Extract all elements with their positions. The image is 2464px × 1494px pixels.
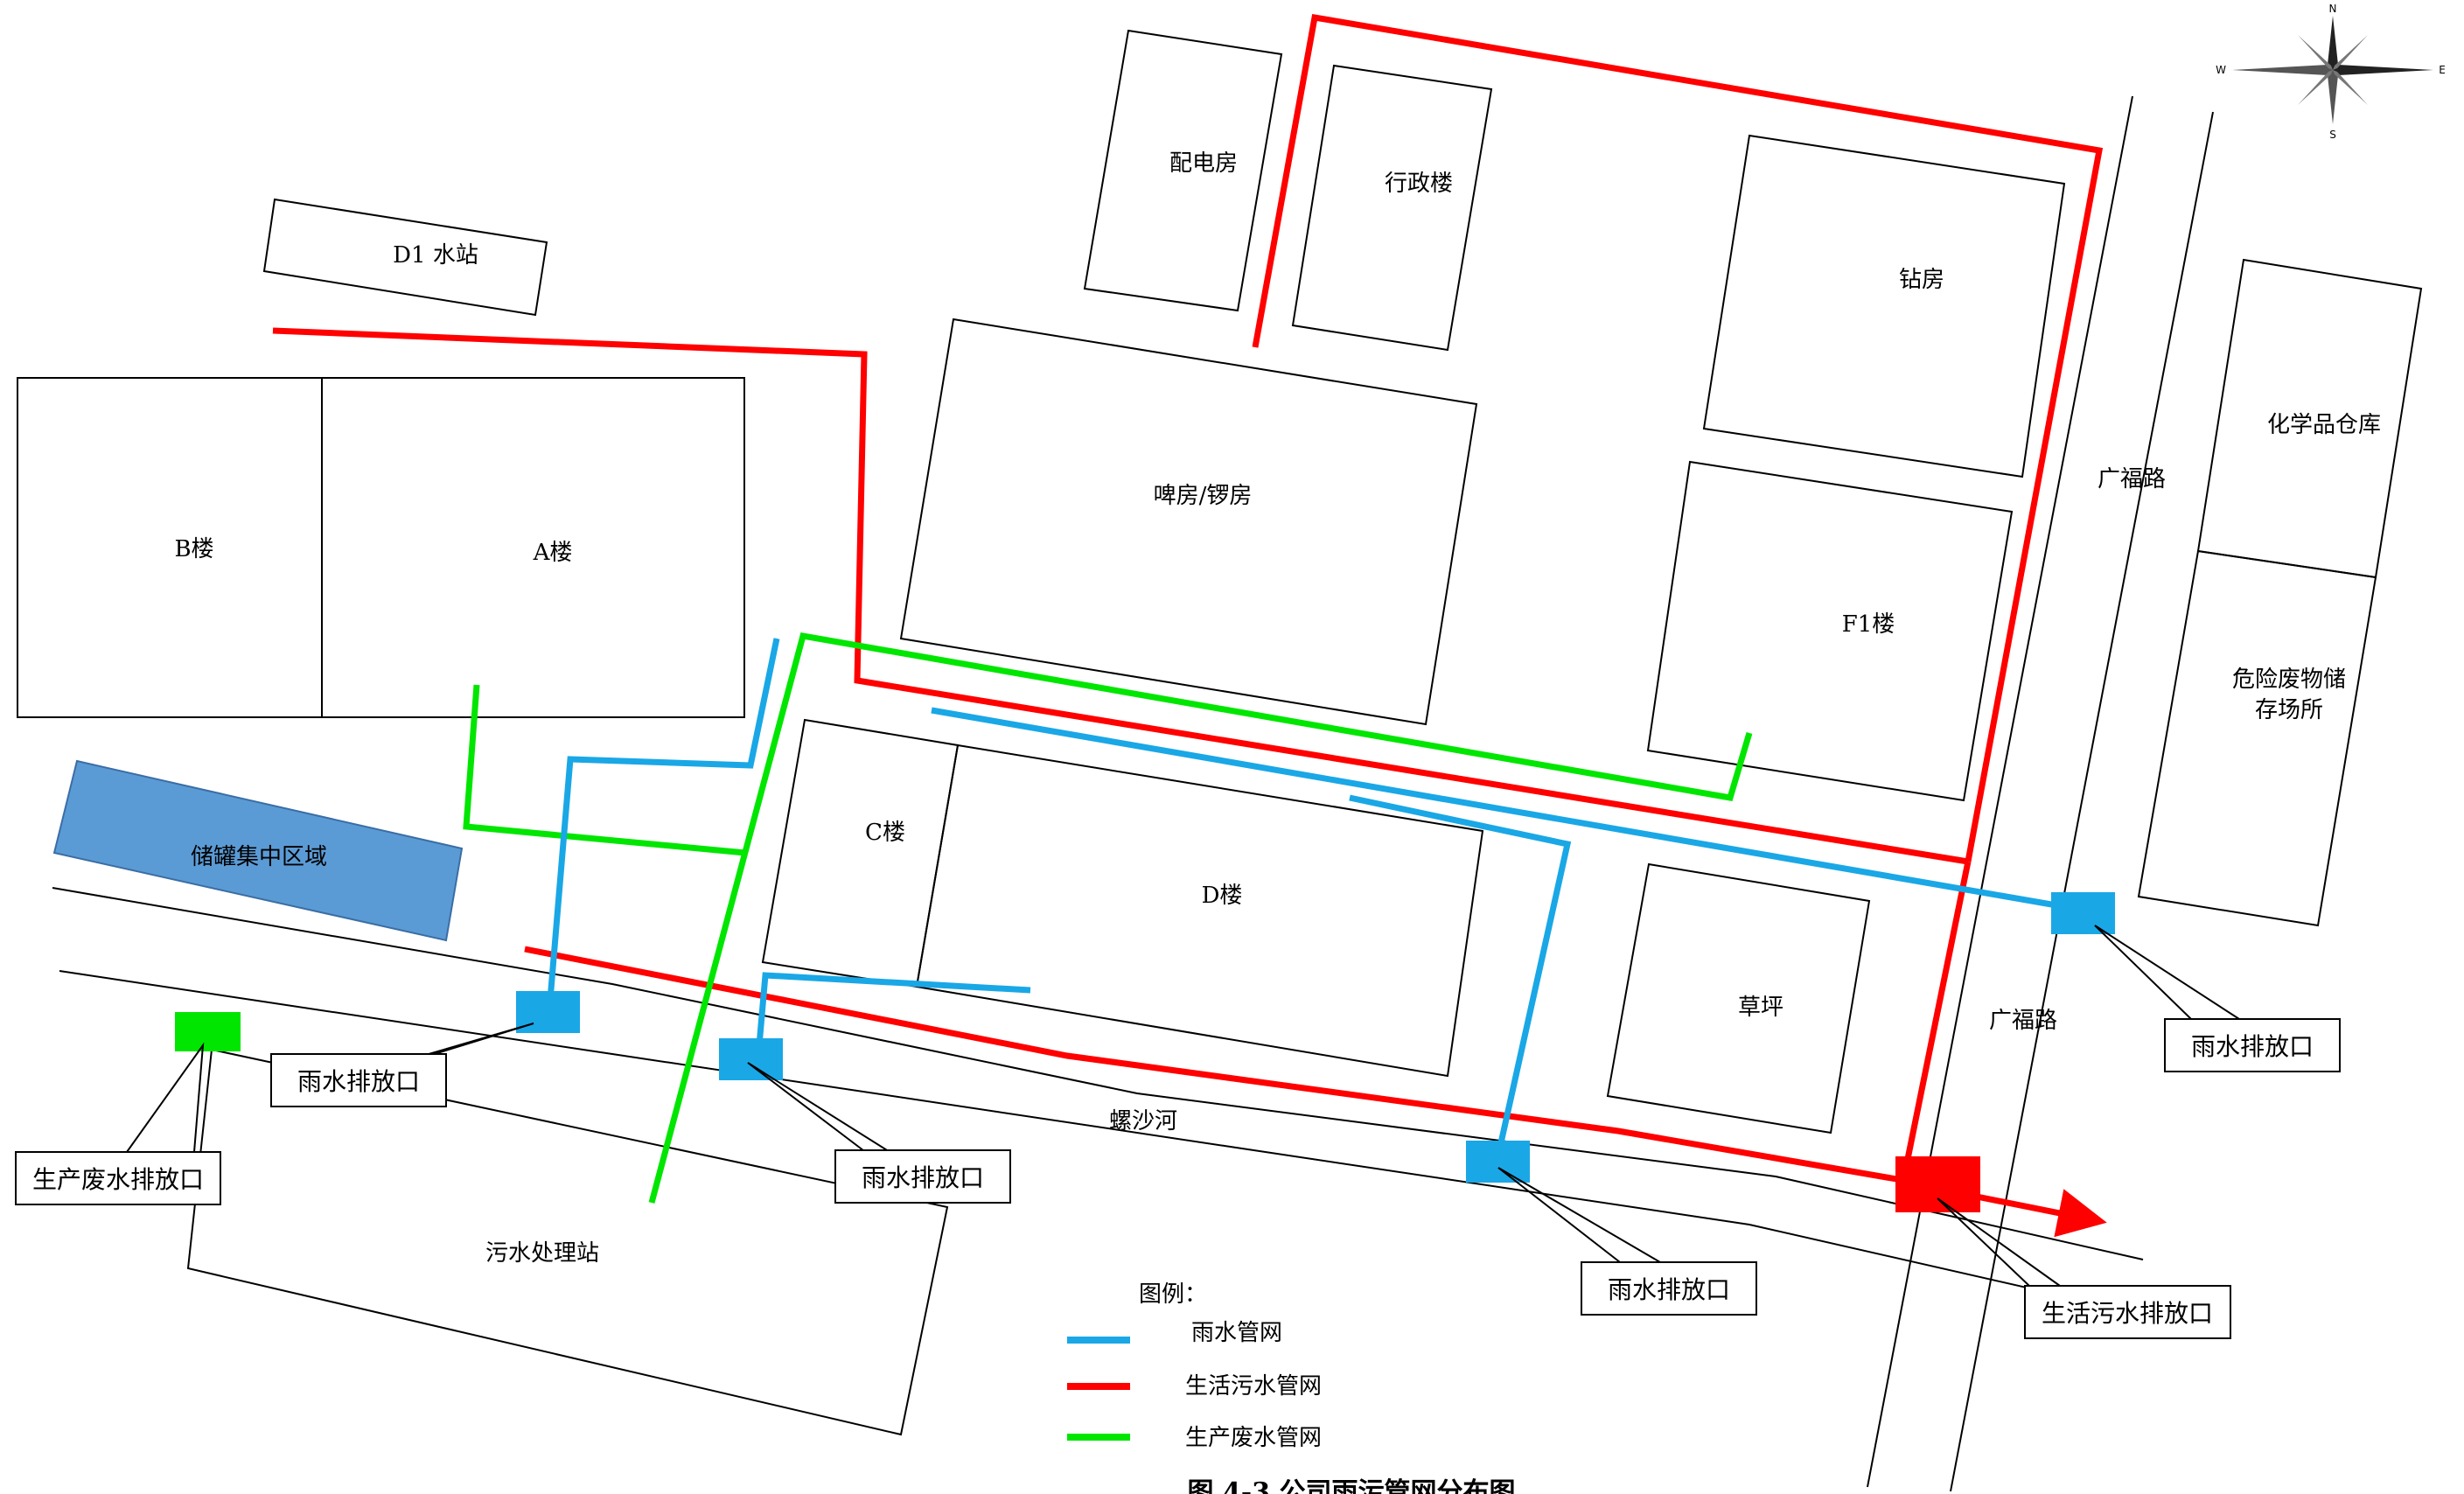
building-d1-water-station [262,198,548,317]
label-tank-area: 储罐集中区域 [191,844,327,870]
domestic-pipe-south [524,946,1908,1184]
callout-leader-production [126,1042,205,1153]
rain-pipe-d [1349,794,1572,1155]
building-beer-room [899,318,1478,726]
label-f1: F1楼 [1842,611,1895,638]
callout-rain-1: 雨水排放口 [297,1067,420,1096]
callout-rain-2: 雨水排放口 [862,1163,984,1192]
callout-production: 生产废水排放口 [32,1165,204,1194]
callout-leader-rain-2 [747,1062,902,1160]
rain-pipe-c [756,972,1031,1046]
building-hazwaste [2137,549,2377,927]
figure-caption: 图 4-3 公司雨污管网分布图 [1187,1477,1515,1494]
production-pipe-branch [463,684,746,856]
tank-area [52,759,464,942]
callout-domestic: 生活污水排放口 [2042,1299,2213,1328]
label-road-lower: 广福路 [1989,1008,2057,1034]
label-river: 螺沙河 [1109,1108,1177,1134]
callout-box-rain-2 [834,1149,1011,1204]
label-b: B楼 [174,536,213,562]
legend-label-rain: 雨水管网 [1191,1320,1282,1346]
callout-box-rain-4 [2164,1018,2341,1072]
label-a: A楼 [533,540,573,566]
callout-leader-domestic [1937,1197,2061,1287]
callout-box-rain-1 [270,1053,447,1107]
label-sewage-station: 污水处理站 [485,1240,599,1267]
callout-box-domestic [2024,1285,2231,1339]
building-admin [1291,64,1493,352]
rain-outfall-2-marker [719,1038,783,1080]
rain-pipe-north [931,707,2083,913]
callout-rain-4: 雨水排放口 [2191,1032,2314,1061]
label-chem-store: 化学品仓库 [2267,412,2381,438]
compass-rose-icon: N S E W [2216,3,2446,141]
building-lawn [1606,862,1871,1134]
legend-title: 图例： [1139,1281,1207,1308]
domestic-pipe-west [272,327,1969,865]
production-pipe-main [648,632,1753,1204]
label-beer-room: 啤房/锣房 [1154,483,1253,509]
building-a [321,377,745,718]
label-hazwaste-line2: 存场所 [2255,697,2323,723]
rain-pipe-west [546,638,780,1011]
building-f1 [1646,460,2014,802]
label-drill-room: 钻房 [1899,267,1944,293]
building-b [17,377,323,718]
callout-leader-rain-4 [2094,925,2240,1020]
label-lawn: 草坪 [1738,995,1783,1021]
building-power-room [1083,29,1283,312]
building-drill-room [1702,134,2066,478]
domestic-pipe-east [1903,861,1972,1164]
compass-s: S [2329,129,2336,141]
label-power-room: 配电房 [1169,150,1238,177]
domestic-outfall-marker [1895,1156,1980,1212]
label-road-upper: 广福路 [2098,466,2166,492]
road-edges [1867,95,2214,1492]
legend-label-domestic: 生活污水管网 [1185,1373,1322,1400]
production-outfall-marker [175,1012,241,1051]
callout-leader-rain-1 [413,1023,534,1059]
label-admin: 行政楼 [1385,171,1453,197]
callout-rain-3: 雨水排放口 [1608,1275,1730,1304]
label-c: C楼 [865,820,905,846]
building-c [761,718,960,988]
building-d [915,744,1484,1078]
callout-leader-rain-3 [1497,1167,1661,1263]
label-d1: D1 水站 [393,242,478,269]
compass-w: W [2216,64,2226,76]
compass-n: N [2329,3,2337,15]
callout-box-production [15,1151,221,1205]
callout-box-rain-3 [1581,1261,1757,1316]
domestic-pipe-north [1252,13,2104,862]
label-hazwaste-line1: 危险废物储 [2232,667,2346,693]
legend: 图例： 雨水管网 生活污水管网 生产废水管网 [1067,1281,1322,1451]
rain-outfall-3-marker [1466,1141,1530,1183]
label-d: D楼 [1202,883,1243,909]
compass-e: E [2439,64,2446,76]
legend-label-production: 生产废水管网 [1185,1425,1322,1451]
rain-outfall-4-marker [2051,892,2115,934]
